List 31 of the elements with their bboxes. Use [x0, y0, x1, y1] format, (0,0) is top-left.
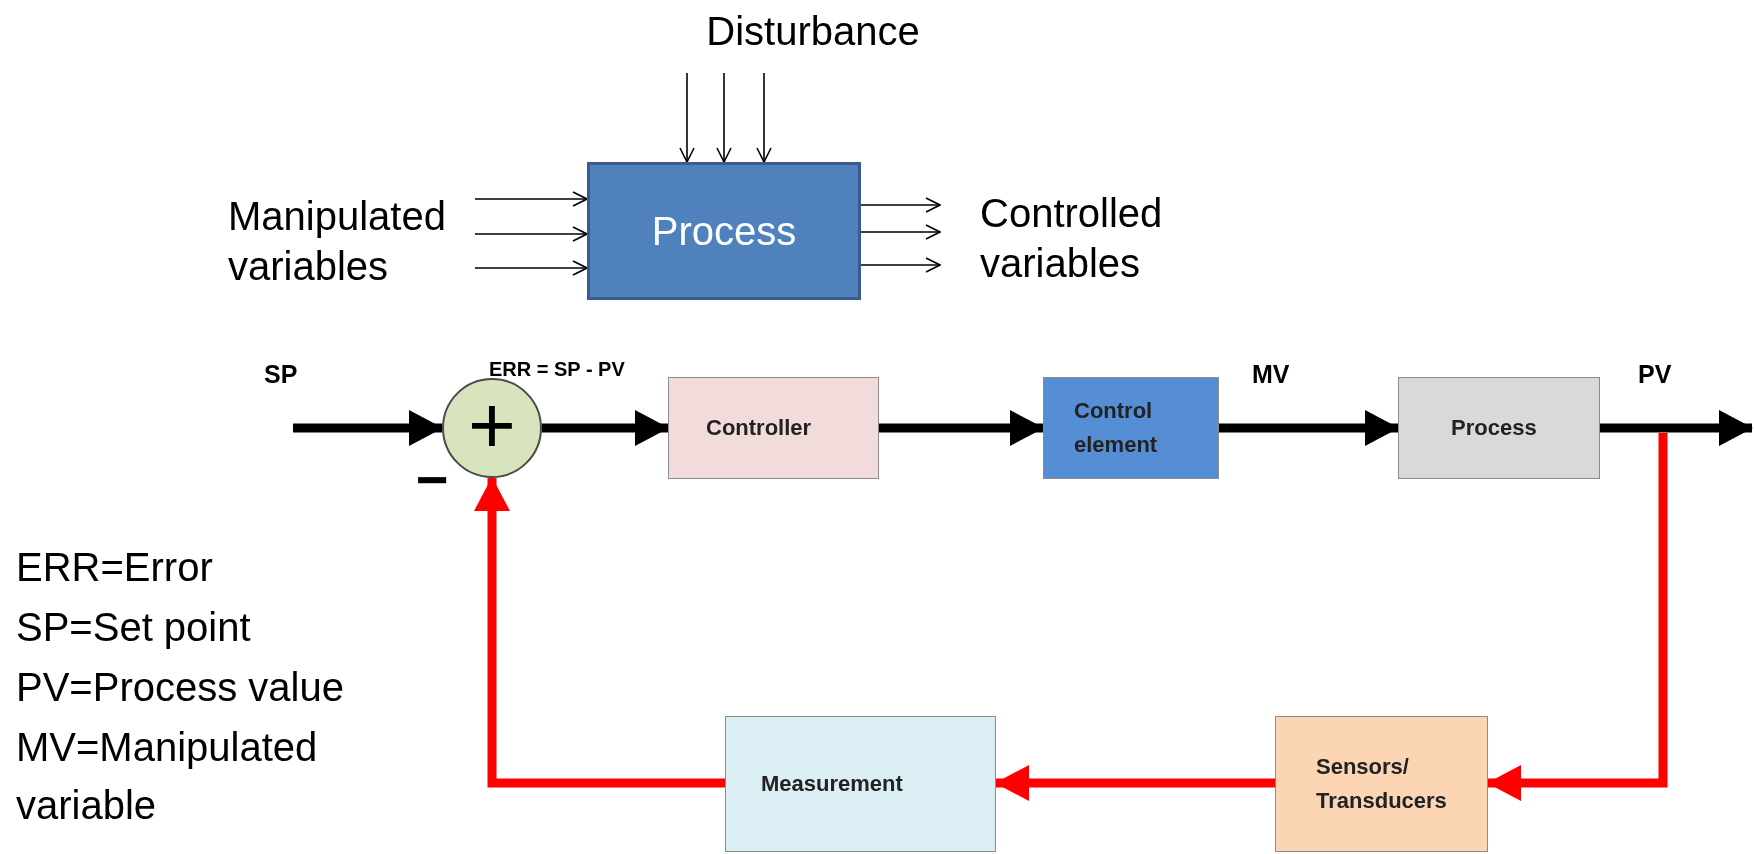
arrow	[1487, 433, 1668, 801]
arrow	[1600, 410, 1753, 446]
legend-note: SP=Set point	[16, 604, 251, 651]
process-box: Control element	[1043, 377, 1219, 479]
arrow	[1219, 410, 1399, 446]
process-box: Process	[587, 162, 861, 300]
legend-note: ERR=Error	[16, 544, 213, 591]
arrow	[474, 226, 588, 242]
arrow	[860, 257, 941, 273]
arrow	[679, 72, 695, 163]
arrow	[756, 72, 772, 163]
arrow	[879, 410, 1044, 446]
input-label: Disturbance	[706, 8, 920, 55]
arrow	[293, 410, 443, 446]
process-box: Process	[1398, 377, 1600, 479]
output-label: Controlled variables	[980, 189, 1164, 287]
arrow	[474, 477, 725, 788]
process-box: Sensors/ Transducers	[1275, 716, 1488, 852]
arrow	[860, 197, 941, 213]
process-box: Controller	[668, 377, 879, 479]
legend-note: PV=Process value	[16, 664, 344, 711]
legend-note: MV=Manipulated variable	[16, 724, 319, 829]
input-label: Manipulated variables	[228, 192, 447, 290]
arrow	[995, 765, 1275, 801]
arrow	[860, 224, 941, 240]
arrow	[716, 72, 732, 163]
summing-junction: +	[442, 378, 542, 478]
process-box: Measurement	[725, 716, 996, 852]
arrow	[542, 410, 669, 446]
arrow	[474, 260, 588, 276]
arrow	[474, 191, 588, 207]
